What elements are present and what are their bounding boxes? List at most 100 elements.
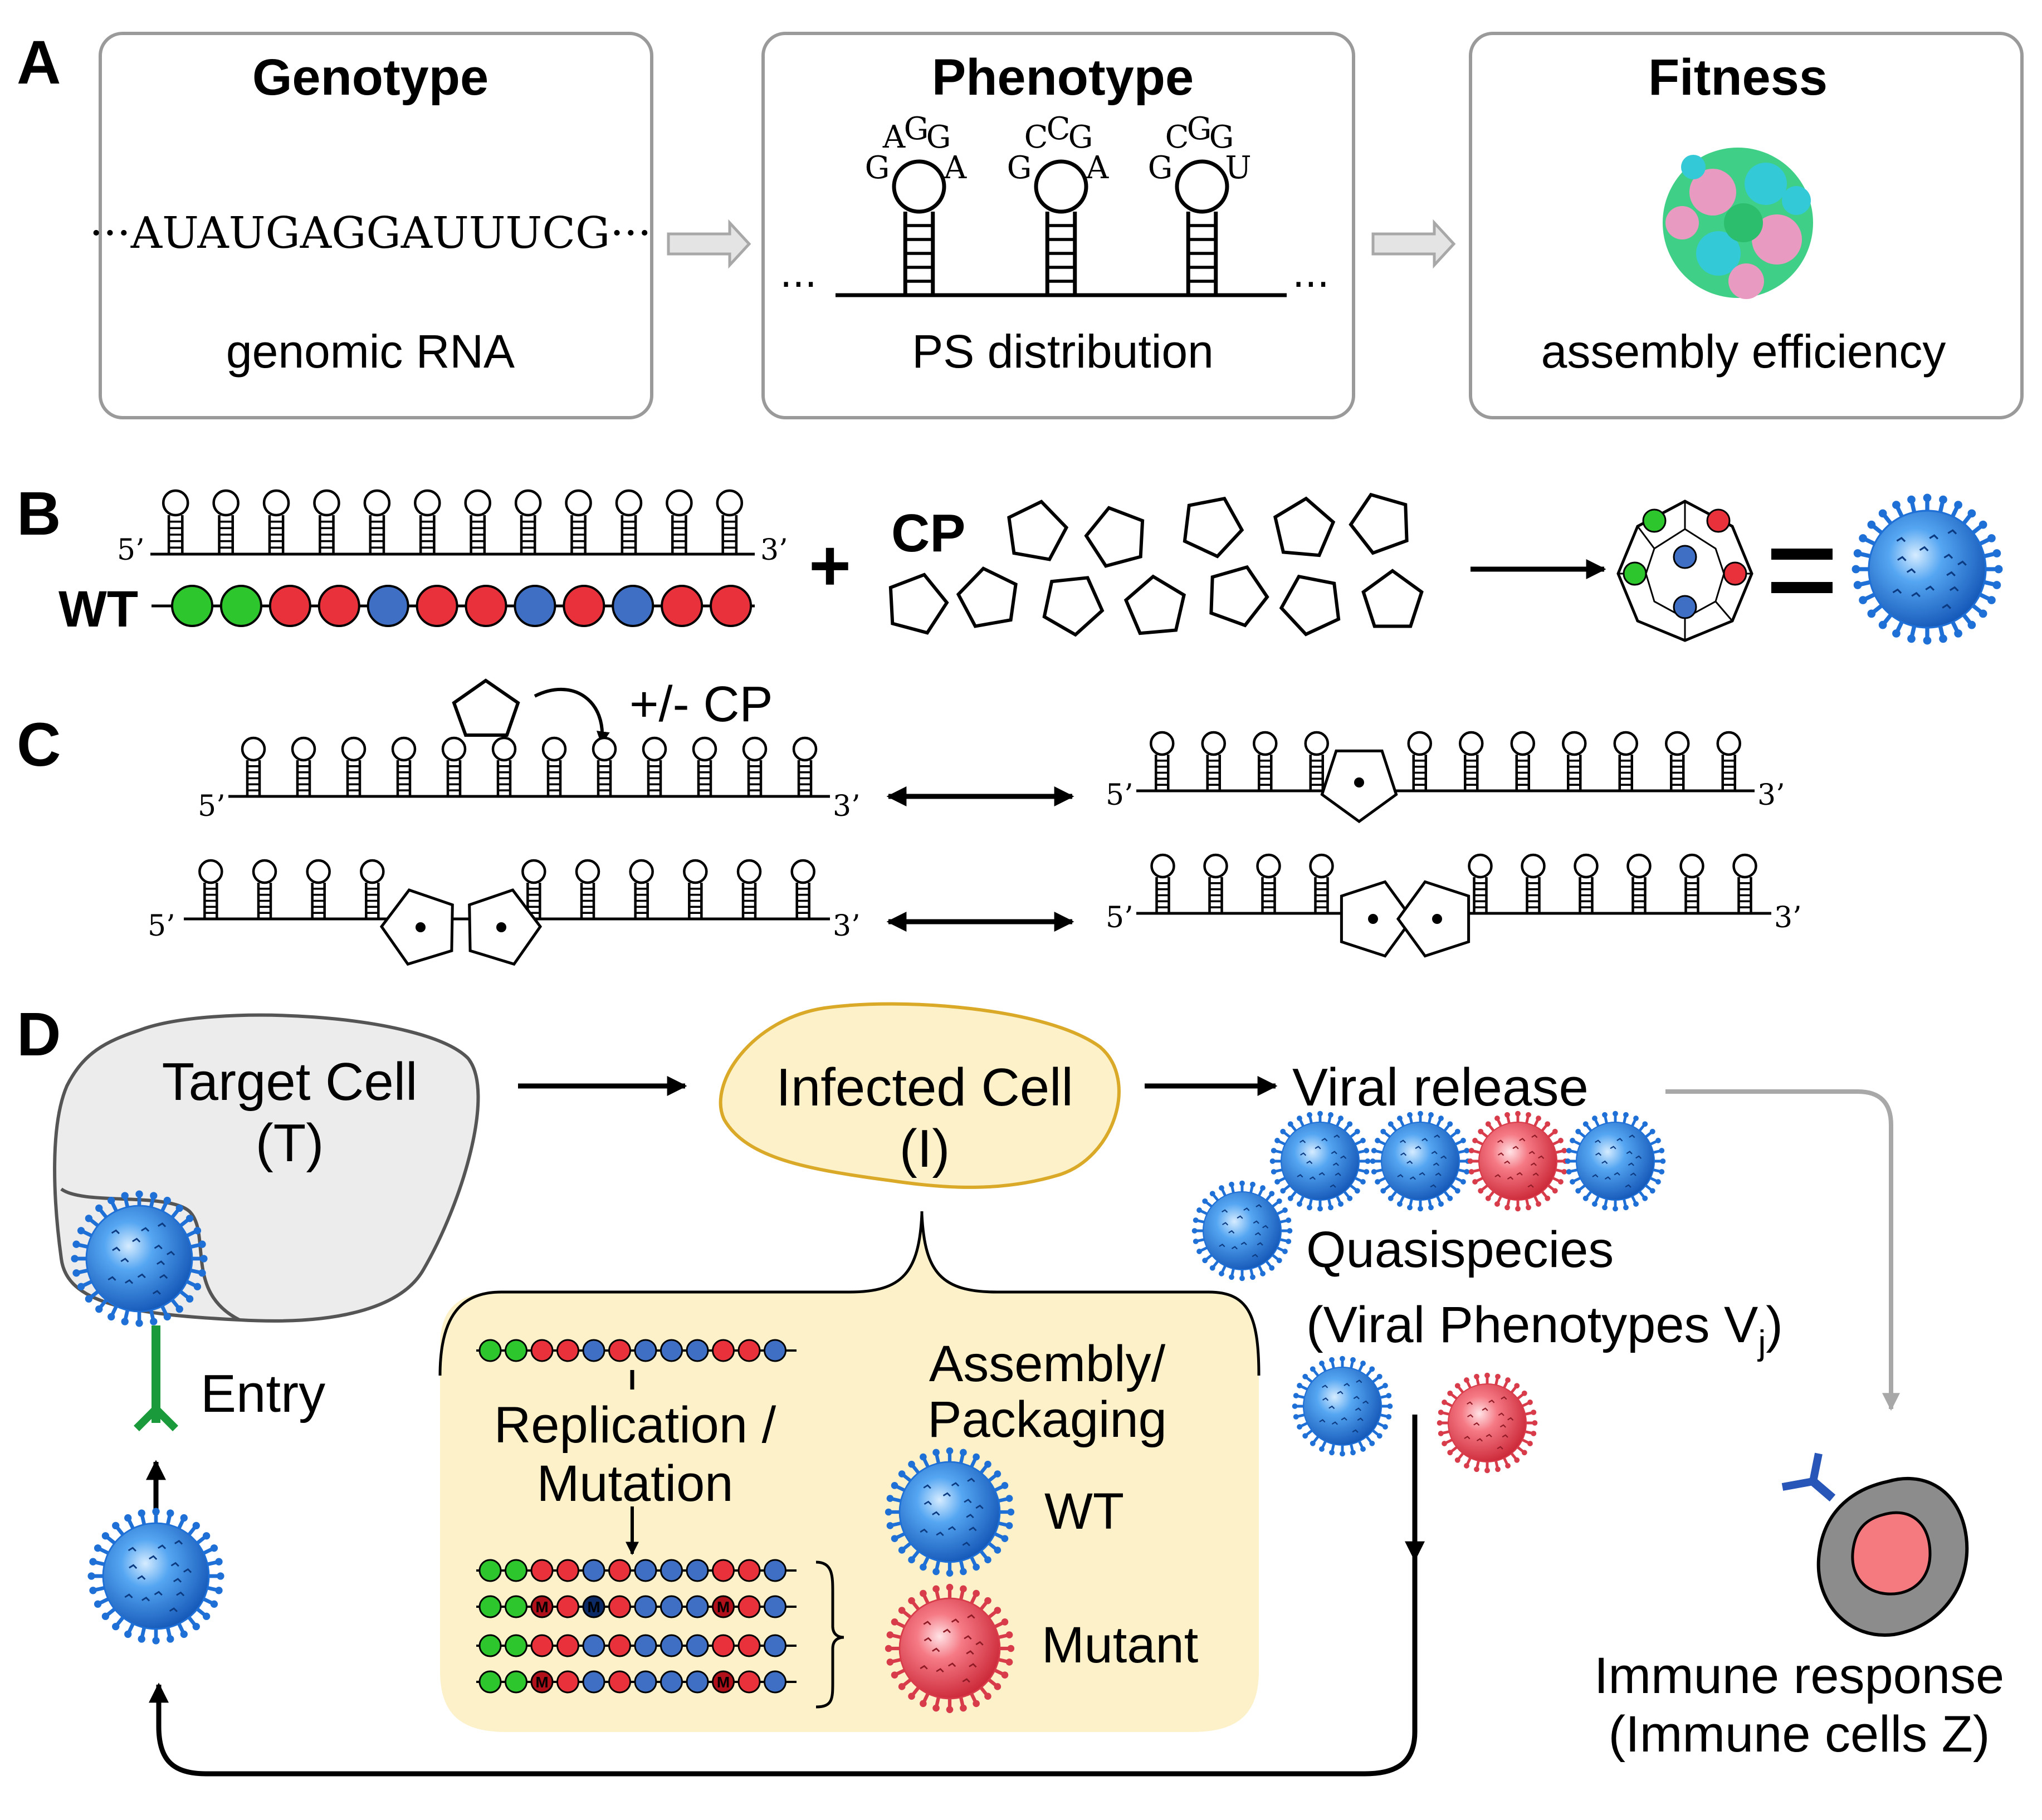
spike-tip [1437,1420,1443,1426]
hairpin-loop [514,489,542,517]
surface-protein [1421,1138,1428,1142]
wt-packaging-signal [464,489,491,554]
genotype-title: Genotype [252,49,488,106]
spike-tip [1365,1158,1371,1164]
spike-tip [1380,1128,1386,1134]
spike-tip [1387,1403,1393,1409]
genome-bead [634,1634,657,1657]
c-five-prime: 5’ [198,790,226,823]
spike-tip [72,1240,80,1248]
c-packaging-signal [1521,853,1546,913]
spike-tip [1655,1138,1661,1143]
spike-tip [946,1583,954,1591]
genome-bead [737,1634,761,1657]
surface-protein [158,1222,167,1227]
surface-protein [1528,1151,1535,1154]
mutant-virus-label: Mutant [1042,1617,1198,1674]
surface-protein [149,1555,158,1560]
surface-protein [1400,1152,1407,1156]
spike-tip [1939,634,1947,643]
spike-tip [973,1453,980,1461]
surface-protein [1610,1146,1616,1149]
spike-tip [200,1255,208,1263]
packaged-wt-virion [885,1447,1015,1577]
ps-ellipsis-right: ··· [1292,262,1330,307]
hairpin-loop [541,736,567,762]
surface-protein [1415,1146,1421,1149]
genome-bead [737,1595,761,1618]
spike-tip [193,1227,202,1235]
genome-bead [737,1559,761,1582]
surface-protein [1337,1391,1344,1395]
spike-tip [112,1622,120,1631]
spike-tip [138,1635,145,1643]
spike-tip [1302,1433,1308,1439]
surface-protein [141,1227,150,1232]
surface-protein [951,1482,960,1487]
genome-bead [530,1559,554,1582]
c-packaging-signal [1203,853,1228,913]
surface-protein [1355,1407,1361,1411]
released-wt-virion [1370,1110,1471,1212]
wt-packaging-signal [514,489,542,554]
receptor-icon [134,1325,178,1431]
genome-bead [710,585,753,627]
surface-protein [1434,1134,1440,1138]
spike-tip [1209,1191,1215,1197]
capsid-protein [1273,496,1336,557]
surface-protein [1592,1174,1599,1178]
spike-tip [1447,1390,1453,1396]
mutated-bead [712,1595,735,1618]
spike-tip [1329,1450,1335,1456]
spike-tip [1360,1361,1366,1366]
surface-protein [1328,1405,1335,1410]
spike-tip [1219,1271,1224,1276]
wt-packaging-signal [262,489,290,554]
spike-tip [1987,596,1996,604]
virus-body [1447,1383,1527,1463]
spike-tip [1892,501,1901,509]
spike-tip [1545,1121,1551,1127]
hairpin-loop [1468,853,1493,879]
spike-tip [1196,1207,1202,1213]
surface-protein [154,1591,163,1596]
spike-tip [1515,1206,1521,1212]
surface-protein [1892,588,1902,594]
genotype-to-phenotype-arrow [667,219,751,269]
genome-bead [660,1595,683,1618]
mutation-mark: M [717,1674,730,1691]
surface-protein [951,1618,960,1623]
reinfection-loop-arrow [149,1415,1418,1777]
fitness-title: Fitness [1648,49,1828,106]
c-packaging-signal [1626,853,1652,913]
surface-protein [1397,1174,1404,1178]
surface-protein [962,1678,970,1683]
spike-tip [1297,1201,1302,1207]
surface-protein [1237,1215,1243,1219]
spike-tip [1447,1195,1453,1201]
wt-virus-icon-d [885,1447,1015,1577]
hairpin-loop [1665,731,1690,756]
spike-tip [101,1612,110,1620]
spike-tip [1907,634,1916,643]
spike-tip [1293,1414,1299,1420]
genome-bead [660,1634,683,1657]
surface-protein [1256,1204,1262,1208]
spike-tip [1468,1169,1474,1175]
spike-tip [1655,1179,1661,1185]
spike-tip [1269,1265,1275,1271]
spike-tip [1447,1121,1453,1127]
spike-tip [1602,1205,1608,1211]
spike-tip [1005,1495,1013,1502]
surface-protein [1516,1172,1523,1176]
surface-protein [1614,1172,1620,1176]
genome-bead [737,1339,761,1362]
assembly-label-1: Assembly/ [929,1335,1166,1392]
surface-protein [1626,1151,1633,1154]
surface-protein [936,1532,944,1537]
spike-tip [1229,1274,1234,1280]
spike-tip [1338,1201,1344,1207]
spike-tip [1454,1457,1460,1463]
hairpin-loop [742,736,768,762]
